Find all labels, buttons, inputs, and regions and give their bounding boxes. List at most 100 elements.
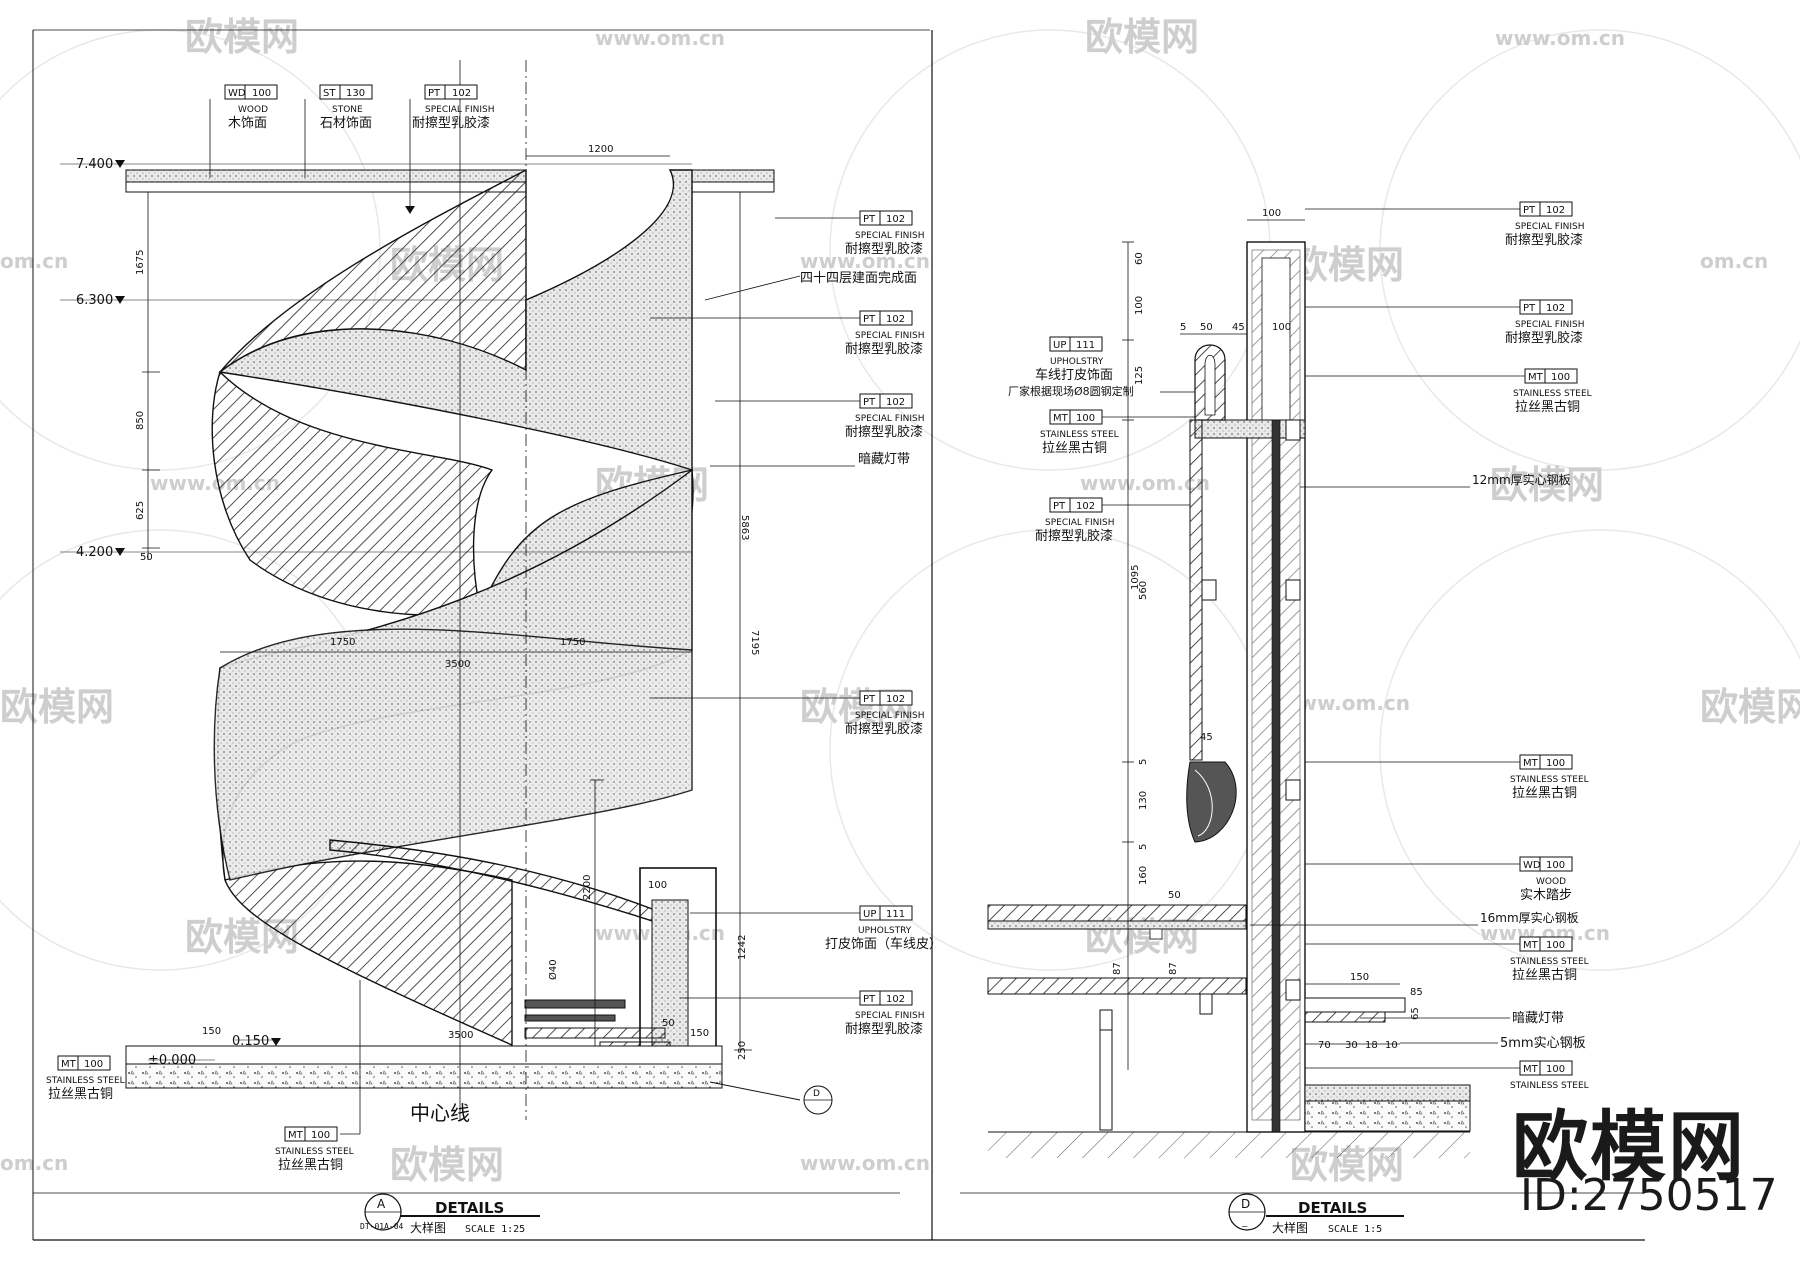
svg-text:87: 87 xyxy=(1168,962,1179,975)
brand-id: ID:2750517 xyxy=(1520,1170,1778,1221)
svg-text:18: 18 xyxy=(1365,1040,1378,1051)
watermark-arcs xyxy=(0,29,1800,971)
svg-text:耐擦型乳胶漆: 耐擦型乳胶漆 xyxy=(1505,232,1583,248)
sheet-frame xyxy=(32,29,1645,1241)
watermark-logo: 欧模网 xyxy=(1700,685,1800,729)
svg-text:拉丝黑古铜: 拉丝黑古铜 xyxy=(1515,400,1580,415)
svg-text:130: 130 xyxy=(346,88,365,99)
watermark-url: om.cn xyxy=(1700,249,1768,273)
svg-text:SPECIAL FINISH: SPECIAL FINISH xyxy=(1515,320,1585,330)
svg-text:560: 560 xyxy=(1138,581,1149,600)
note-label: 5mm实心钢板 xyxy=(1500,1036,1586,1051)
watermark-url: om.cn xyxy=(0,249,68,273)
svg-text:70: 70 xyxy=(1318,1040,1331,1051)
svg-text:ST: ST xyxy=(323,88,336,99)
svg-text:1675: 1675 xyxy=(135,250,146,275)
svg-text:7.400: 7.400 xyxy=(76,157,113,172)
svg-text:STONE: STONE xyxy=(332,105,363,115)
svg-text:50: 50 xyxy=(1168,890,1181,901)
svg-text:实木踏步: 实木踏步 xyxy=(1520,888,1572,903)
svg-text:—: — xyxy=(1242,1222,1248,1232)
dimension-texts: 1200 1675 850 625 50 5863 7195 1750 1750… xyxy=(135,144,760,1060)
ceiling-slab xyxy=(125,169,775,193)
svg-text:耐擦型乳胶漆: 耐擦型乳胶漆 xyxy=(412,115,490,131)
watermark-logo: 欧模网 xyxy=(0,685,114,729)
svg-text:MT: MT xyxy=(1523,1064,1539,1075)
svg-text:4.200: 4.200 xyxy=(76,545,113,560)
watermark-logo: 欧模网 xyxy=(1490,463,1604,507)
svg-text:100: 100 xyxy=(1546,860,1565,871)
svg-text:100: 100 xyxy=(1076,413,1095,424)
svg-text:STAINLESS STEEL: STAINLESS STEEL xyxy=(1510,1081,1589,1091)
svg-text:WD: WD xyxy=(228,88,246,99)
svg-text:UPHOLSTRY: UPHOLSTRY xyxy=(858,926,912,936)
spiral-ribbon xyxy=(211,168,694,1047)
svg-text:PT: PT xyxy=(863,314,876,325)
svg-text:UP: UP xyxy=(863,909,876,920)
svg-text:100: 100 xyxy=(311,1130,330,1141)
watermark-url: www.om.cn xyxy=(1080,471,1210,495)
svg-text:Ø40: Ø40 xyxy=(547,959,559,980)
svg-text:150: 150 xyxy=(1350,972,1369,983)
svg-text:打皮饰面（车线皮）: 打皮饰面（车线皮） xyxy=(825,936,942,952)
svg-text:SPECIAL FINISH: SPECIAL FINISH xyxy=(855,711,925,721)
watermark-logo: 欧模网 xyxy=(1085,15,1199,59)
dimension-lines xyxy=(1122,219,1400,1070)
svg-text:DT-01A-04: DT-01A-04 xyxy=(360,1222,404,1231)
svg-text:大样图: 大样图 xyxy=(1272,1220,1308,1235)
svg-text:D: D xyxy=(813,1089,820,1099)
svg-text:SPECIAL FINISH: SPECIAL FINISH xyxy=(855,1011,925,1021)
svg-text:65: 65 xyxy=(1410,1007,1421,1020)
svg-text:耐擦型乳胶漆: 耐擦型乳胶漆 xyxy=(1505,330,1583,346)
svg-text:5: 5 xyxy=(1138,844,1149,850)
svg-text:WOOD: WOOD xyxy=(238,105,268,115)
svg-text:PT: PT xyxy=(863,694,876,705)
svg-text:UPHOLSTRY: UPHOLSTRY xyxy=(1050,357,1104,367)
svg-text:STAINLESS STEEL: STAINLESS STEEL xyxy=(46,1076,125,1086)
svg-text:50: 50 xyxy=(140,552,153,563)
ground-earth xyxy=(988,1131,1470,1158)
handrail-profile xyxy=(1194,344,1226,421)
note-label: 四十四层建面完成面 xyxy=(800,271,917,286)
brand-logo-text: 欧模网 xyxy=(1512,1102,1746,1191)
svg-text:耐擦型乳胶漆: 耐擦型乳胶漆 xyxy=(845,424,923,440)
svg-text:WD: WD xyxy=(1523,860,1541,871)
svg-text:MT: MT xyxy=(61,1059,77,1070)
svg-text:100: 100 xyxy=(1272,322,1291,333)
svg-text:1200: 1200 xyxy=(588,144,613,155)
svg-text:125: 125 xyxy=(1134,366,1145,385)
svg-text:拉丝黑古铜: 拉丝黑古铜 xyxy=(48,1087,113,1102)
svg-text:10: 10 xyxy=(1385,1040,1398,1051)
centerline-label: 中心线 xyxy=(410,1101,470,1125)
svg-text:DETAILS: DETAILS xyxy=(435,1199,504,1217)
svg-text:石材饰面: 石材饰面 xyxy=(320,116,372,131)
svg-text:130: 130 xyxy=(1138,791,1149,810)
svg-text:耐擦型乳胶漆: 耐擦型乳胶漆 xyxy=(845,721,923,737)
svg-text:STAINLESS STEEL: STAINLESS STEEL xyxy=(1040,430,1119,440)
svg-text:50: 50 xyxy=(662,1018,675,1029)
svg-text:111: 111 xyxy=(1076,340,1095,351)
svg-text:7195: 7195 xyxy=(749,630,760,655)
landing-floor xyxy=(1304,997,1471,1132)
svg-text:SPECIAL FINISH: SPECIAL FINISH xyxy=(1515,222,1585,232)
section-callout-icon: D xyxy=(803,1085,833,1115)
svg-text:111: 111 xyxy=(886,909,905,920)
watermark-logo: 欧模网 xyxy=(185,15,299,59)
svg-text:STAINLESS STEEL: STAINLESS STEEL xyxy=(1510,957,1589,967)
svg-text:STAINLESS STEEL: STAINLESS STEEL xyxy=(275,1147,354,1157)
svg-text:150: 150 xyxy=(690,1028,709,1039)
svg-text:150: 150 xyxy=(202,1026,221,1037)
svg-text:厂家根据现场Ø8圆钢定制: 厂家根据现场Ø8圆钢定制 xyxy=(1008,384,1134,398)
